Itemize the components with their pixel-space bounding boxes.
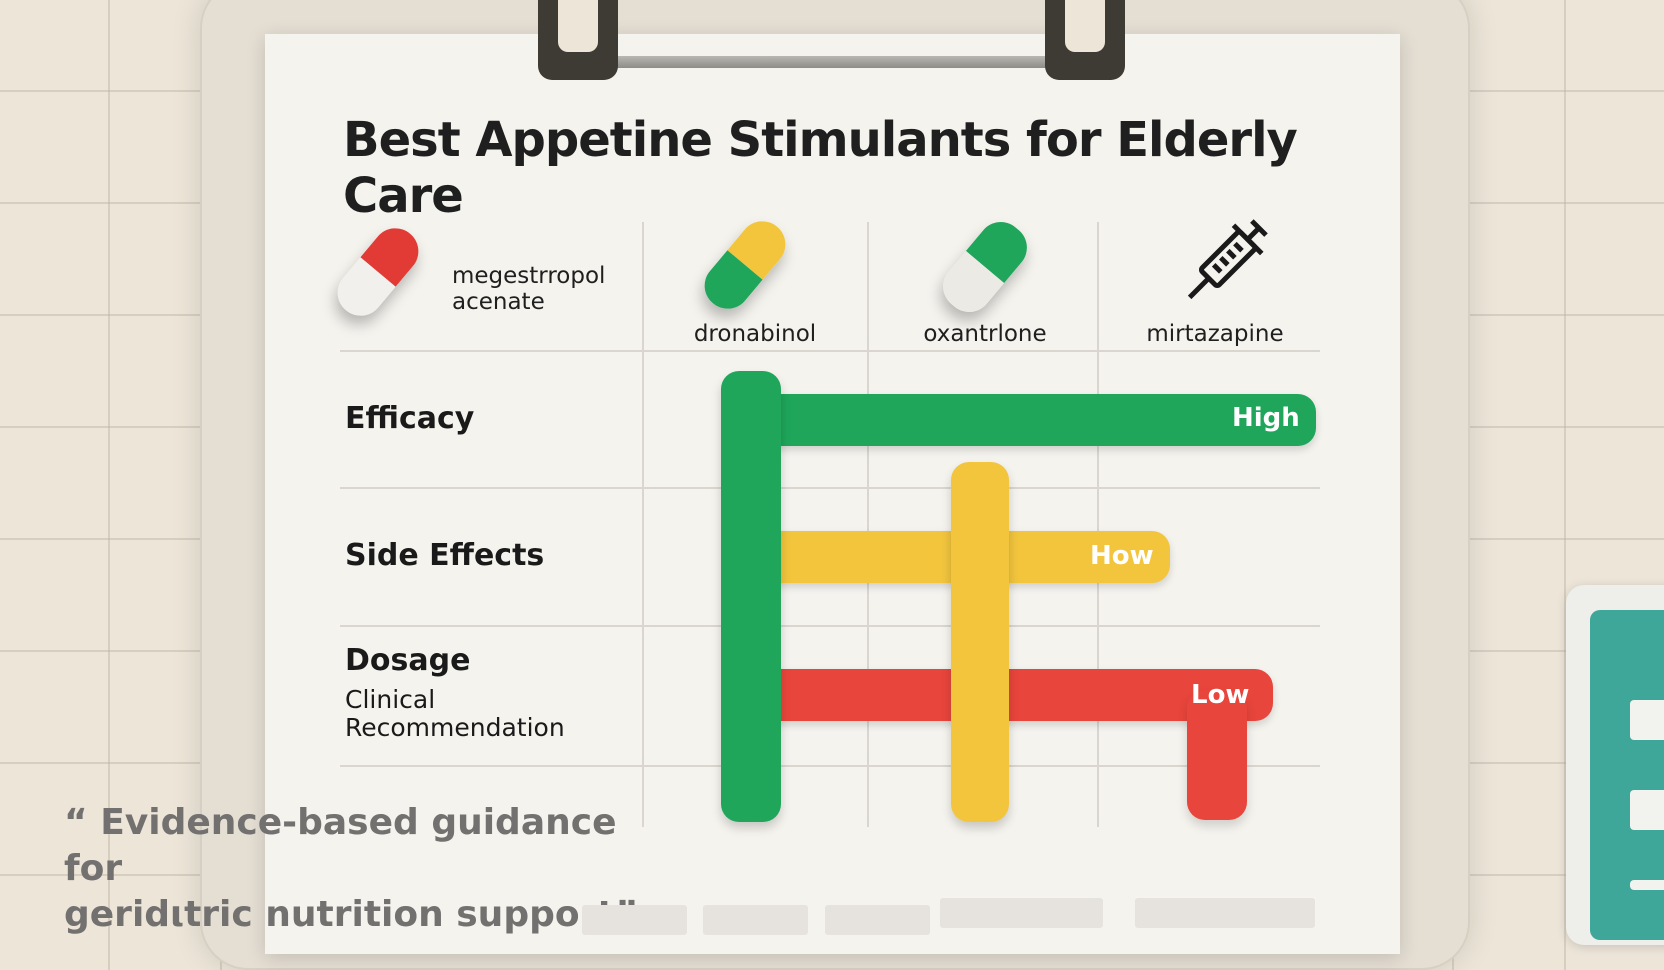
efficacy-bar-label: High	[1232, 403, 1300, 433]
side-card-slot	[1630, 700, 1664, 740]
grid-hline	[340, 765, 1320, 767]
column-label-line: acenate	[452, 289, 545, 315]
tagline-line: “ Evidence-based guidance for	[64, 802, 617, 889]
efficacy-bar	[750, 394, 1316, 446]
grid-vline	[642, 222, 644, 827]
row-sublabel-line: Clinical	[345, 685, 436, 714]
bottom-tab	[825, 905, 930, 935]
grid-hline	[340, 350, 1320, 352]
dosage-drop-bar	[1187, 690, 1247, 820]
side-card-slot	[1630, 790, 1664, 830]
clip-left	[538, 0, 618, 80]
clip-wire	[608, 56, 1058, 68]
column-label-megestrropol: megestrropol acenate	[452, 263, 605, 315]
bottom-tab	[703, 905, 808, 935]
yellow-vertical-bar	[951, 462, 1009, 822]
green-vertical-bar	[721, 371, 781, 822]
row-label-efficacy: Efficacy	[345, 401, 475, 436]
side-card-slot	[1630, 880, 1664, 890]
page-title: Best Appetine Stimulants for Elderly Car…	[343, 112, 1298, 224]
row-sublabel-line: Recommendation	[345, 713, 565, 742]
column-label-mirtazapine: mirtazapine	[1146, 321, 1284, 347]
bottom-tab	[940, 898, 1103, 928]
row-label-side-effects: Side Effects	[345, 538, 545, 573]
column-label-line: megestrropol	[452, 263, 606, 289]
dosage-bar	[750, 669, 1273, 721]
bottom-tab	[1135, 898, 1315, 928]
grid-vline	[1097, 222, 1099, 827]
column-label-dronabinol: dronabinol	[693, 321, 817, 347]
row-sublabel-clinical-recommendation: Clinical Recommendation	[345, 686, 565, 742]
side-card-panel	[1590, 610, 1664, 940]
grid-hline	[340, 487, 1320, 489]
row-label-dosage: Dosage	[345, 643, 471, 678]
grid-vline	[867, 222, 869, 827]
dosage-bar-label: Low	[1191, 680, 1250, 710]
clip-right	[1045, 0, 1125, 80]
grid-hline	[340, 625, 1320, 627]
bottom-tab	[582, 905, 687, 935]
column-label-oxantrlone: oxantrlone	[923, 321, 1047, 347]
side-effects-bar-label: How	[1090, 541, 1154, 571]
syringe-icon	[1187, 219, 1268, 300]
